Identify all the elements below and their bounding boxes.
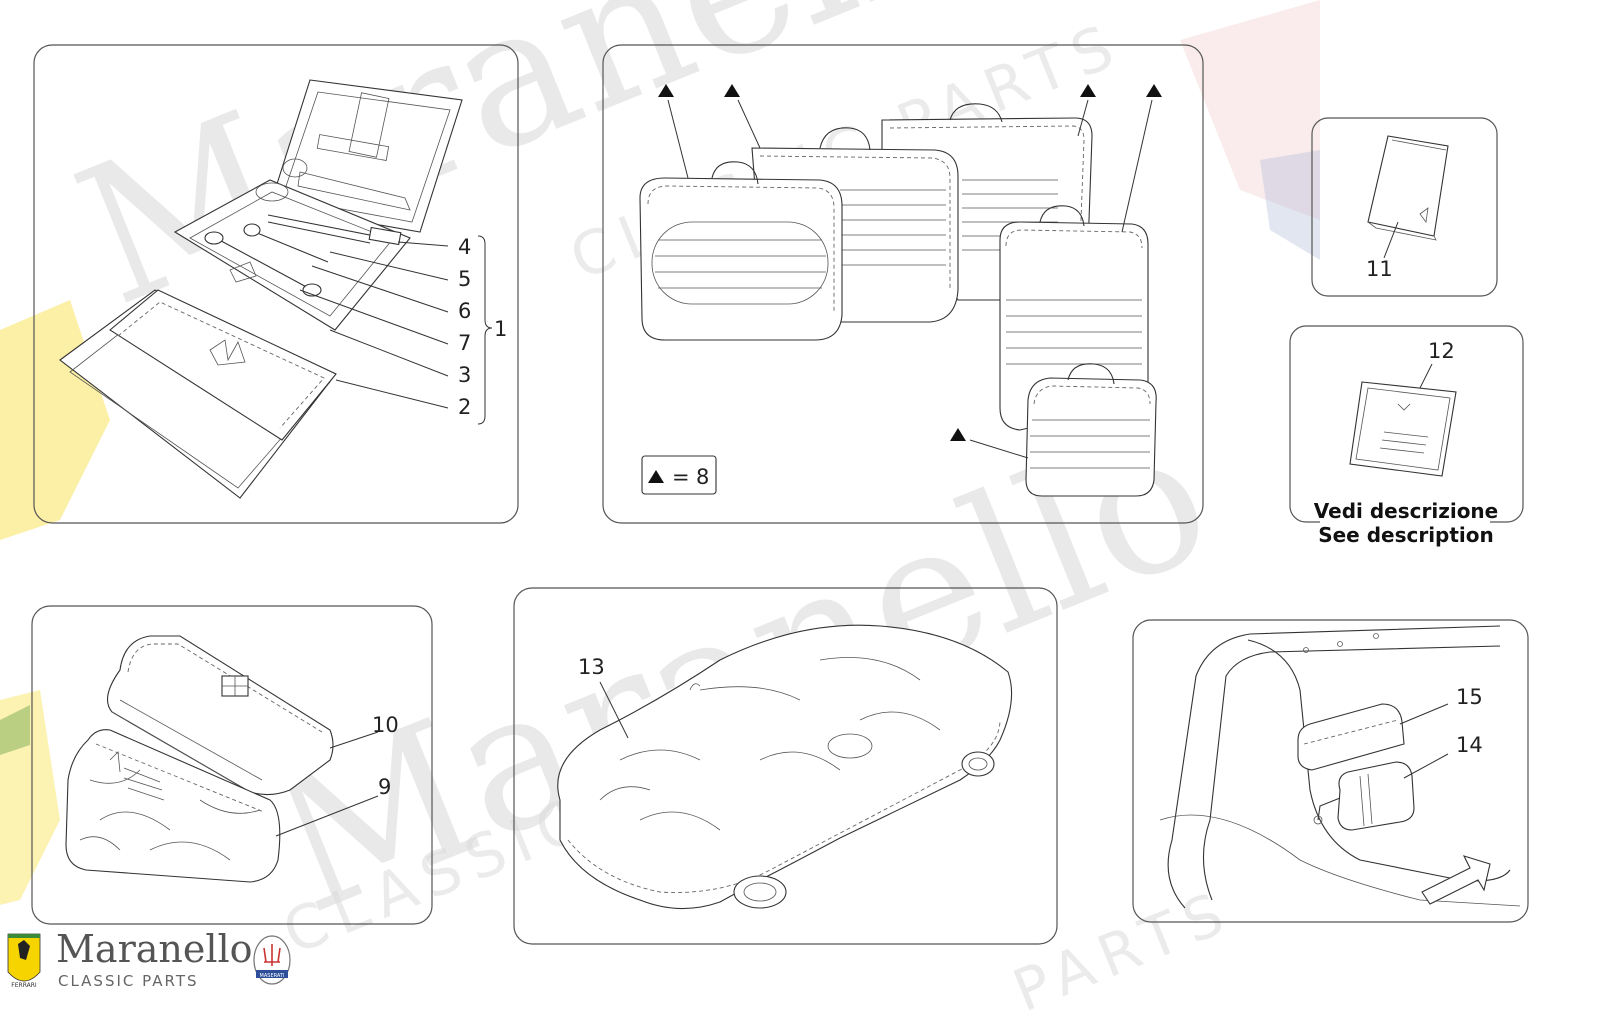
wheel-rear	[961, 751, 995, 777]
callout-2: 2	[458, 395, 471, 419]
maserati-badge-text: MASERATI	[260, 973, 285, 979]
fire-extinguisher-14	[1337, 761, 1415, 831]
callout-4: 4	[458, 235, 471, 259]
legend-equals: =	[672, 465, 690, 489]
legend-value: 8	[696, 465, 709, 489]
bag-right-tall	[999, 221, 1149, 431]
toolkit-tray	[173, 179, 411, 331]
panel-luggage: = 8	[602, 44, 1204, 524]
panel-car-cover: 13	[513, 587, 1058, 945]
maserati-badge-band	[256, 970, 288, 978]
mirror-bulge	[827, 733, 873, 759]
panel-trunk: 15 14	[1132, 619, 1529, 923]
description-note-en: See description	[1318, 523, 1494, 547]
toolkit-lid	[269, 79, 463, 233]
direction-arrow	[1421, 855, 1491, 905]
description-note-it: Vedi descrizione	[1314, 499, 1498, 523]
callout-6: 6	[458, 299, 471, 323]
label-background	[1320, 500, 1490, 550]
callout-13: 13	[578, 655, 605, 679]
bag-front-left	[639, 177, 843, 341]
document-folder	[1349, 381, 1457, 477]
panel-cover-bags: 10 9	[31, 605, 433, 925]
watermark-parts: PARTS	[1004, 876, 1242, 1010]
legend-triangle	[648, 470, 664, 483]
callout-7: 7	[458, 331, 471, 355]
panel-manual: 11	[1311, 117, 1498, 297]
cover-pouch-15	[1297, 703, 1405, 771]
owner-manual	[1367, 135, 1449, 237]
triangle-marker	[1146, 84, 1162, 97]
callout-1: 1	[494, 317, 507, 341]
triangle-marker	[1080, 84, 1096, 97]
callout-12: 12	[1428, 339, 1455, 363]
triangle-marker	[950, 428, 966, 441]
panel-document: 12 Vedi descrizione See description	[1289, 325, 1524, 550]
panel-toolkit: 4 5 6 7 3 2 1	[33, 44, 519, 524]
trident-logo	[209, 339, 246, 366]
bag-10	[106, 635, 334, 796]
ferrari-flag-stripe	[8, 934, 40, 938]
ferrari-shield-shape-2	[0, 690, 60, 905]
maserati-badge-watermark	[1180, 0, 1320, 220]
callout-14: 14	[1456, 733, 1483, 757]
pouch-flap	[109, 289, 337, 441]
callout-5: 5	[458, 267, 471, 291]
group-bracket	[477, 235, 493, 425]
wheel-front	[733, 875, 787, 909]
triangle-marker	[658, 84, 674, 97]
footer-logo: FERRARI Maranello CLASSIC PARTS MASERATI	[7, 927, 291, 990]
footer-brand: Maranello	[56, 927, 253, 971]
legend-box	[641, 455, 717, 495]
triangle-marker	[724, 84, 740, 97]
maserati-badge-watermark-blue	[1260, 150, 1320, 260]
callout-11: 11	[1366, 257, 1393, 281]
bag-vanity	[1025, 377, 1157, 497]
callout-3: 3	[458, 363, 471, 387]
trunk-outline	[1167, 625, 1501, 909]
wrench-1	[211, 235, 313, 291]
trident-icon	[263, 944, 281, 966]
callout-10: 10	[372, 713, 399, 737]
ferrari-badge-text: FERRARI	[11, 982, 37, 989]
callout-9: 9	[378, 775, 391, 799]
car-cover	[557, 624, 1013, 910]
ferrari-flag-green	[0, 705, 30, 755]
callout-15: 15	[1456, 685, 1483, 709]
footer-subtitle: CLASSIC PARTS	[58, 972, 199, 990]
prancing-horse-icon	[18, 940, 30, 960]
